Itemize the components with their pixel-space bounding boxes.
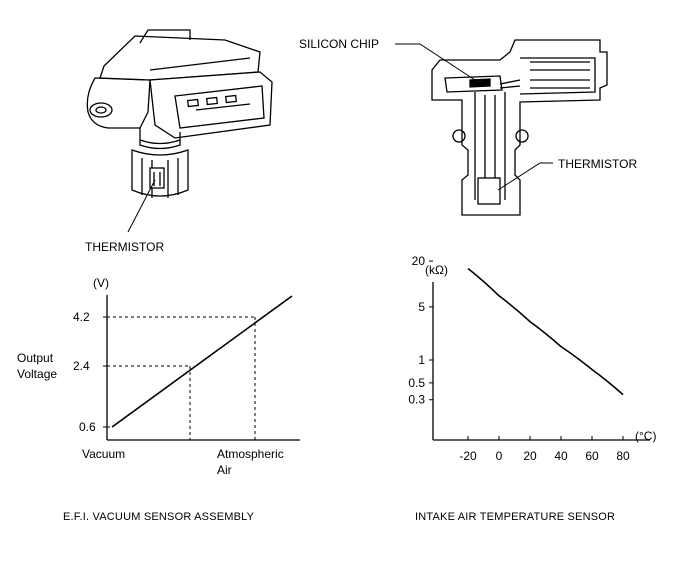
x-tick-label: 80 <box>616 449 630 463</box>
caption-left: E.F.I. VACUUM SENSOR ASSEMBLY <box>63 511 255 523</box>
y-tick-label: 0.6 <box>79 420 96 434</box>
resistance-chart: (kΩ) 20 5 1 0.5 0.3 -20 0 20 40 60 80 (°C) <box>408 254 656 463</box>
y-tick-label: 4.2 <box>73 310 90 324</box>
y-tick-label: 20 <box>412 254 426 268</box>
x-tick-label: 60 <box>585 449 599 463</box>
x-unit-label: (°C) <box>635 429 656 443</box>
thermistor-label-right: THERMISTOR <box>558 157 637 171</box>
vacuum-sensor-drawing <box>86 29 273 233</box>
y-axis-title-line1: Output <box>17 351 54 365</box>
y-tick-label: 2.4 <box>73 359 90 373</box>
thermistor-label-left: THERMISTOR <box>85 240 164 254</box>
voltage-chart: (V) Output Voltage 4.2 2.4 0.6 Vacuum At… <box>17 276 300 477</box>
y-unit-label: (V) <box>93 276 109 290</box>
x-tick-label: 20 <box>523 449 537 463</box>
x-tick-label-atmospheric-line2: Air <box>217 463 232 477</box>
x-tick-label: -20 <box>459 449 477 463</box>
resistance-series-line <box>467 267 624 396</box>
y-tick-label: 5 <box>418 300 425 314</box>
x-tick-label-vacuum: Vacuum <box>82 447 125 461</box>
voltage-series-line <box>111 295 293 428</box>
intake-air-sensor-drawing <box>395 39 608 216</box>
y-tick-label: 0.3 <box>408 393 425 407</box>
y-unit-label: (kΩ) <box>425 263 448 277</box>
x-tick-label: 0 <box>496 449 503 463</box>
x-tick-label: 40 <box>554 449 568 463</box>
y-axis-title-line2: Voltage <box>17 367 57 381</box>
x-tick-label-atmospheric: Atmospheric <box>217 447 284 461</box>
silicon-chip-label: SILICON CHIP <box>299 37 379 51</box>
y-tick-label: 1 <box>418 353 425 367</box>
caption-right: INTAKE AIR TEMPERATURE SENSOR <box>415 511 615 523</box>
y-tick-label: 0.5 <box>408 376 425 390</box>
